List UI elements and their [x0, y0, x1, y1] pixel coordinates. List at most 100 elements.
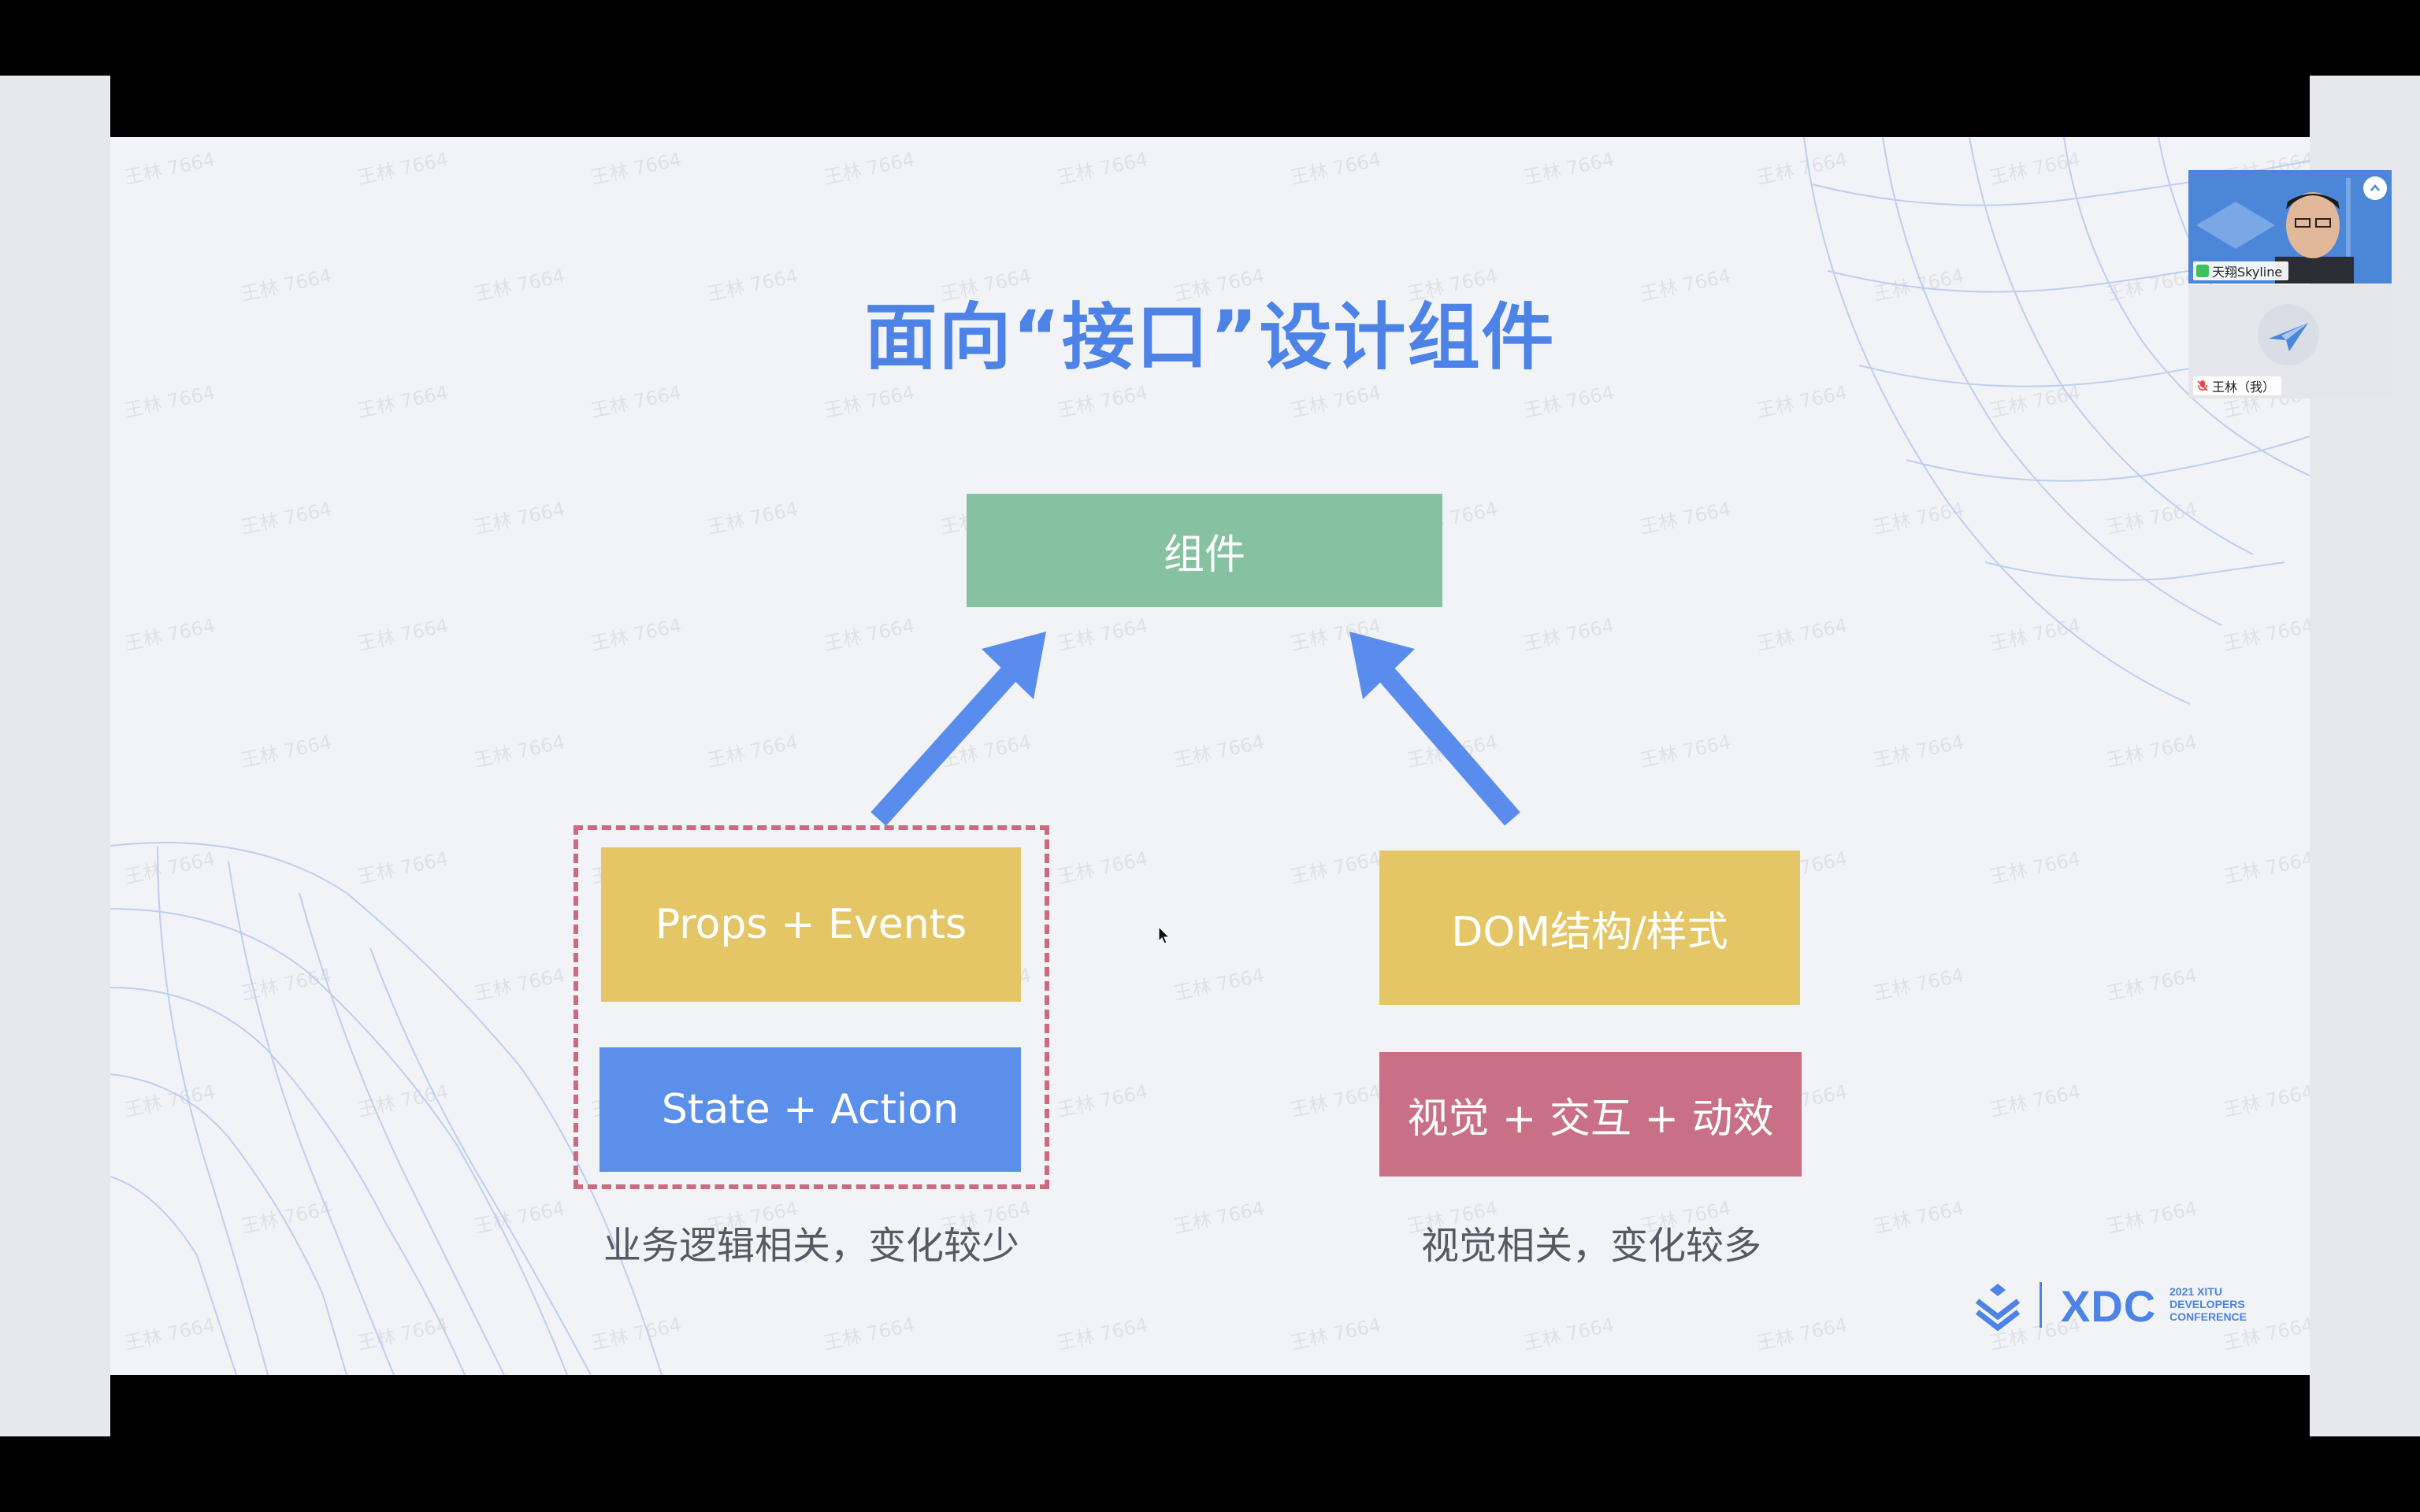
watermark-text: 王林 7664 [2104, 498, 2199, 539]
watermark-text: 王林 7664 [588, 148, 683, 189]
watermark-text: 王林 7664 [1988, 847, 2082, 888]
right-caption: 视觉相关，变化较多 [1420, 1224, 1761, 1268]
watermark-text: 王林 7664 [822, 148, 916, 189]
watermark-text: 王林 7664 [1288, 1314, 1383, 1354]
self-participant-tile[interactable]: 王林（我） [2188, 285, 2392, 398]
watermark-text: 王林 7664 [472, 498, 566, 539]
slide-title: 面向“接口”设计组件 [864, 295, 1556, 380]
watermark-text: 王林 7664 [2104, 964, 2199, 1005]
watermark-text: 王林 7664 [1171, 1197, 1266, 1238]
participant-panel: 天翔Skyline 王林（我） [2188, 170, 2392, 398]
participant-name-tag: 王林（我） [2193, 376, 2282, 395]
watermark-text: 王林 7664 [1754, 381, 1849, 422]
watermark-text: 王林 7664 [1754, 1314, 1849, 1354]
left-gutter [0, 76, 110, 1436]
watermark-text: 王林 7664 [1871, 1197, 1965, 1238]
watermark-text: 王林 7664 [1055, 1314, 1149, 1354]
watermark-text: 王林 7664 [1754, 614, 1849, 655]
xdc-logo-subtitle: 2021 XITU DEVELOPERS CONFERENCE [2169, 1285, 2247, 1323]
mic-on-icon [2196, 265, 2209, 277]
mic-off-icon [2197, 380, 2208, 391]
left-caption: 业务逻辑相关，变化较少 [603, 1224, 1019, 1268]
watermark-text: 王林 7664 [239, 1197, 333, 1238]
watermark-text: 王林 7664 [1055, 1080, 1149, 1121]
participant-name: 天翔Skyline [2212, 265, 2283, 280]
avatar [2258, 304, 2319, 365]
watermark-text: 王林 7664 [1171, 731, 1266, 772]
watermark-text: 王林 7664 [1988, 381, 2082, 422]
watermark-text: 王林 7664 [2221, 847, 2310, 888]
collapse-panel-button[interactable] [2363, 176, 2387, 200]
watermark-text: 王林 7664 [122, 847, 217, 888]
arrow-right-up [1349, 632, 1520, 826]
dom-style-box: DOM结构/样式 [1379, 850, 1800, 1005]
watermark-text: 王林 7664 [588, 614, 683, 655]
participant-name-tag: 天翔Skyline [2193, 261, 2289, 280]
watermark-text: 王林 7664 [588, 1314, 683, 1354]
watermark-text: 王林 7664 [472, 1197, 566, 1238]
component-box: 组件 [967, 494, 1442, 607]
watermark-text: 王林 7664 [1871, 498, 1965, 539]
watermark-text: 王林 7664 [1521, 1314, 1616, 1354]
watermark-text: 王林 7664 [2104, 731, 2199, 772]
logo-sub-line-2: DEVELOPERS [2169, 1298, 2245, 1310]
watermark-text: 王林 7664 [822, 1314, 916, 1354]
watermark-text: 王林 7664 [122, 614, 217, 655]
watermark-text: 王林 7664 [705, 731, 800, 772]
watermark-text: 王林 7664 [1521, 614, 1616, 655]
watermark-text: 王林 7664 [1055, 614, 1149, 655]
watermark-text: 王林 7664 [705, 498, 800, 539]
visual-interaction-box: 视觉 + 交互 + 动效 [1379, 1052, 1802, 1177]
watermark-text: 王林 7664 [1288, 148, 1383, 189]
watermark-text: 王林 7664 [1521, 148, 1616, 189]
watermark-text: 王林 7664 [355, 381, 450, 422]
watermark-text: 王林 7664 [822, 614, 916, 655]
watermark-text: 王林 7664 [1754, 148, 1849, 189]
watermark-text: 王林 7664 [1638, 498, 1732, 539]
watermark-text: 王林 7664 [122, 381, 217, 422]
letterbox-bottom [110, 1375, 2310, 1436]
watermark-text: 王林 7664 [1288, 847, 1383, 888]
participant-name: 王林（我） [2212, 380, 2276, 395]
watermark-text: 王林 7664 [1055, 148, 1149, 189]
paper-plane-avatar-icon [2269, 323, 2308, 351]
state-action-box: State + Action [599, 1047, 1021, 1172]
watermark-text: 王林 7664 [239, 498, 333, 539]
logo-sub-line-3: CONFERENCE [2169, 1310, 2247, 1323]
participant-video-tile[interactable]: 天翔Skyline [2188, 170, 2392, 284]
logo-sub-line-1: 2021 XITU [2169, 1285, 2222, 1298]
letterbox-top [110, 76, 2310, 137]
watermark-text: 王林 7664 [122, 1314, 217, 1354]
watermark-text: 王林 7664 [2221, 614, 2310, 655]
watermark-text: 王林 7664 [239, 731, 333, 772]
mouse-cursor-icon [1158, 926, 1171, 944]
watermark-text: 王林 7664 [355, 614, 450, 655]
watermark-text: 王林 7664 [1988, 1080, 2082, 1121]
watermark-text: 王林 7664 [822, 381, 916, 422]
chevron-up-icon [2370, 184, 2380, 191]
watermark-text: 王林 7664 [1988, 614, 2082, 655]
watermark-text: 王林 7664 [355, 1314, 450, 1354]
watermark-text: 王林 7664 [1871, 964, 1965, 1005]
watermark-text: 王林 7664 [1988, 148, 2082, 189]
watermark-text: 王林 7664 [1055, 847, 1149, 888]
watermark-text: 王林 7664 [355, 847, 450, 888]
shared-slide: 王林 7664 王林 7664 王林 7664 王林 7664 王林 7664 王林 76… [110, 137, 2310, 1375]
watermark-text: 王林 7664 [1288, 381, 1383, 422]
watermark-text: 王林 7664 [1055, 381, 1149, 422]
slide-decoration: 王林 7664 王林 7664 王林 7664 王林 7664 王林 7664 王林 76… [110, 137, 2310, 1375]
juejin-logo-icon [1975, 1284, 2021, 1331]
watermark-text: 王林 7664 [1871, 731, 1965, 772]
watermark-text: 王林 7664 [2104, 1197, 2199, 1238]
watermark-text: 王林 7664 [239, 964, 333, 1005]
watermark-text: 王林 7664 [472, 964, 566, 1005]
grid-decoration-bottom-left [110, 842, 663, 1375]
speaker-video-feed [2188, 170, 2392, 284]
watermark-text: 王林 7664 [122, 148, 217, 189]
watermark-text: 王林 7664 [1288, 1080, 1383, 1121]
watermark-text: 王林 7664 [588, 381, 683, 422]
logo-separator [2040, 1282, 2042, 1328]
watermark-text: 王林 7664 [472, 731, 566, 772]
watermark-text: 王林 7664 [2221, 1080, 2310, 1121]
